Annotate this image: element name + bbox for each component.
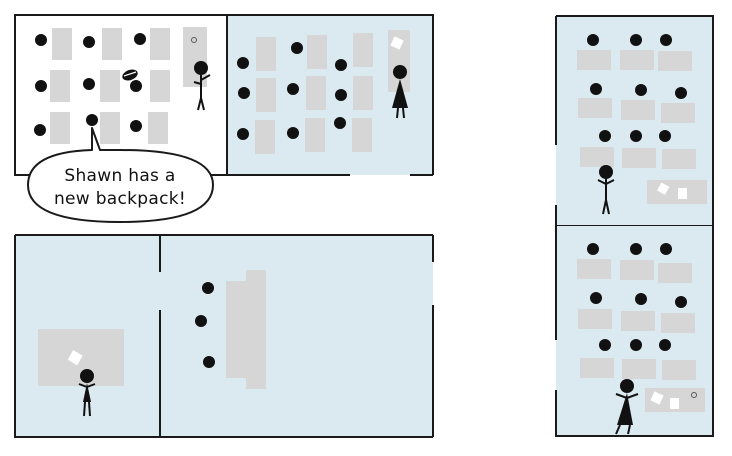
classroom-white xyxy=(14,14,228,176)
students-white-room xyxy=(34,33,146,136)
backpack-icon xyxy=(122,69,138,81)
desk-item-icon xyxy=(191,37,197,43)
teacher-figure-right-top xyxy=(597,165,615,215)
teacher-desk xyxy=(183,27,207,87)
speech-bubble-line-1: Shawn has a xyxy=(64,166,175,186)
paper-icon xyxy=(390,36,404,50)
speech-bubble: Shawn has a new backpack! xyxy=(27,127,214,223)
teacher-figure-blue-top xyxy=(392,65,408,119)
classroom-right-top xyxy=(555,15,714,227)
students-hall xyxy=(195,282,215,368)
teacher-figure-right-bottom xyxy=(615,379,639,435)
presenter-figure xyxy=(78,369,96,417)
desk-group-right-top xyxy=(577,50,707,204)
teacher-desk xyxy=(647,180,707,204)
paper-icon xyxy=(670,398,679,409)
classroom-blue-top xyxy=(226,14,434,176)
students-right-top xyxy=(587,34,687,142)
classroom-right-bottom xyxy=(555,226,714,437)
speech-bubble-line-2: new backpack! xyxy=(54,189,186,209)
paper-icon xyxy=(67,350,83,366)
paper-icon xyxy=(678,188,687,199)
long-table xyxy=(226,270,266,389)
desk-group-white xyxy=(50,27,207,144)
paper-icon xyxy=(657,182,670,195)
paper-icon xyxy=(650,391,664,405)
students-blue-top xyxy=(237,42,347,140)
students-right-bottom xyxy=(587,243,687,351)
teacher-figure-white xyxy=(193,61,211,111)
hall-bottom-left xyxy=(14,234,434,438)
student-shawn xyxy=(86,114,98,126)
desk-item-icon xyxy=(691,392,697,398)
